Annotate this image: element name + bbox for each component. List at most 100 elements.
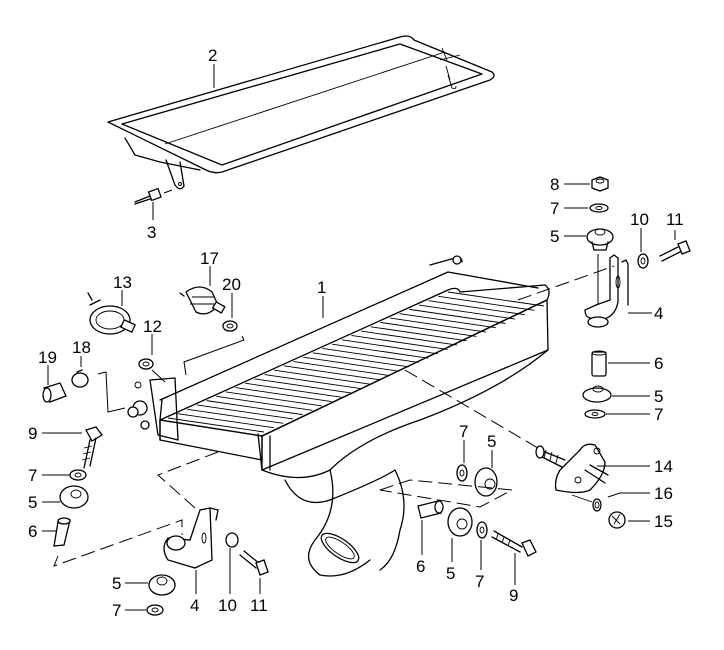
cooler-fin-line	[283, 365, 380, 381]
washer-20-part	[222, 320, 238, 332]
callout-5-right: 5	[654, 387, 663, 406]
cooler-fin-line	[361, 330, 458, 346]
callout-5-top: 5	[550, 227, 559, 246]
washer-16-part	[592, 498, 602, 512]
callout-7-lower: 7	[112, 601, 121, 620]
callout-9-left: 9	[28, 424, 37, 443]
callout-20: 20	[222, 275, 241, 294]
bolt-11-upper-part	[659, 240, 691, 262]
callout-7-bottom: 7	[475, 572, 484, 591]
callout-19: 19	[38, 348, 57, 367]
cooler-fin-line	[264, 374, 361, 389]
cooler-fin-line	[303, 356, 400, 372]
callout-5-lower: 5	[112, 574, 121, 593]
callout-14: 14	[654, 457, 673, 476]
callout-12: 12	[143, 317, 162, 336]
callout-11-lower: 11	[250, 596, 268, 615]
cooler-fin-line	[167, 417, 265, 433]
callout-6-left: 6	[28, 522, 37, 541]
temperature-sensor-part	[134, 187, 173, 205]
bolt-9-bottom-part	[491, 530, 537, 557]
rubber-mount-5-right-part	[582, 385, 612, 403]
callout-2: 2	[208, 46, 217, 65]
nut-8-part	[591, 176, 609, 192]
cooler-fin-line	[216, 395, 313, 411]
cooler-fin-line	[390, 317, 487, 333]
cooler-fin-line	[428, 300, 525, 316]
cooler-fin-line	[293, 361, 390, 376]
cooler-fin-line	[370, 326, 467, 342]
washer-7-left-part	[69, 469, 87, 481]
callout-7-top: 7	[550, 199, 559, 218]
rubber-mount-5-lower-part	[148, 574, 176, 596]
callout-6-center: 6	[416, 557, 425, 576]
sleeve-6-center-part	[417, 500, 444, 519]
cooler-fin-line	[235, 387, 332, 403]
callout-10-upper: 10	[630, 210, 649, 229]
bolt-11-lower-part	[239, 550, 269, 576]
callout-9-bottom: 9	[509, 586, 518, 605]
callout-7-left: 7	[28, 466, 37, 485]
callout-5-bottom: 5	[446, 564, 455, 583]
washer-12-part	[138, 358, 154, 370]
bolt-9-left-part	[81, 426, 103, 469]
callout-4-lower: 4	[190, 596, 199, 615]
nut-15-part	[608, 511, 626, 529]
cover-frame-part	[107, 35, 495, 190]
cooler-fin-line	[438, 295, 535, 311]
cooler-fin-line	[177, 413, 274, 429]
washer-7-right-part	[584, 409, 606, 419]
washer-7-bottom-part	[476, 521, 488, 539]
cooler-fin-line	[322, 348, 419, 363]
bracket-4-upper-part	[584, 254, 629, 328]
mount-14-part	[535, 443, 609, 494]
cooler-fin-line	[351, 335, 448, 350]
cooler-fin-line	[332, 343, 429, 359]
callout-18: 18	[72, 338, 91, 357]
cooler-fin-line	[225, 391, 322, 407]
callout-17: 17	[200, 249, 219, 268]
callout-11-upper: 11	[666, 210, 684, 229]
bracket-4-lower-part	[163, 507, 219, 569]
washer-10-upper-part	[637, 253, 649, 269]
callout-7-right: 7	[654, 405, 663, 424]
callout-13: 13	[113, 273, 132, 292]
cooler-fin-line	[447, 291, 545, 307]
callout-15: 15	[654, 512, 673, 531]
cooler-fin-line	[187, 408, 284, 424]
intercooler-core-part	[127, 255, 550, 577]
rubber-mount-5-top-part	[586, 228, 614, 251]
callout-6-right: 6	[654, 354, 663, 373]
callout-5-left: 5	[28, 493, 37, 512]
callout-16: 16	[654, 484, 673, 503]
callout-labels: 2 3 1 13 17 20 12 18 19 9 7 5 6 5 7 4 10…	[28, 46, 684, 620]
cooler-fin-line	[418, 304, 516, 320]
cooler-fin-line	[245, 382, 342, 398]
callout-1: 1	[317, 278, 326, 297]
washer-7-center-part	[456, 464, 468, 482]
cooler-fin-line	[206, 400, 303, 416]
cooler-fin-line	[196, 404, 294, 420]
washer-7-top-part	[589, 203, 609, 213]
sleeve-6-left-part	[53, 517, 71, 547]
cooler-fin-line	[380, 321, 477, 337]
rubber-mount-5-center-part	[474, 467, 498, 497]
callout-3: 3	[147, 223, 156, 242]
sleeve-6-right-part	[591, 350, 607, 377]
callout-7-center: 7	[459, 422, 468, 441]
cooler-fin-line	[274, 369, 371, 385]
cooler-fins	[167, 291, 545, 433]
cooler-fin-line	[409, 308, 506, 324]
rubber-mount-5-left-part	[59, 485, 89, 509]
callout-5-center: 5	[487, 432, 496, 451]
callout-10-lower: 10	[218, 596, 237, 615]
callout-4-upper: 4	[654, 304, 663, 323]
cooler-fin-line	[254, 378, 351, 394]
rubber-mount-5-bottom-part	[447, 507, 473, 537]
cooler-fin-line	[399, 313, 496, 329]
cooler-fin-line	[341, 339, 438, 355]
washer-7-lower-part	[146, 604, 164, 616]
pressure-switch-13-part	[87, 292, 136, 335]
